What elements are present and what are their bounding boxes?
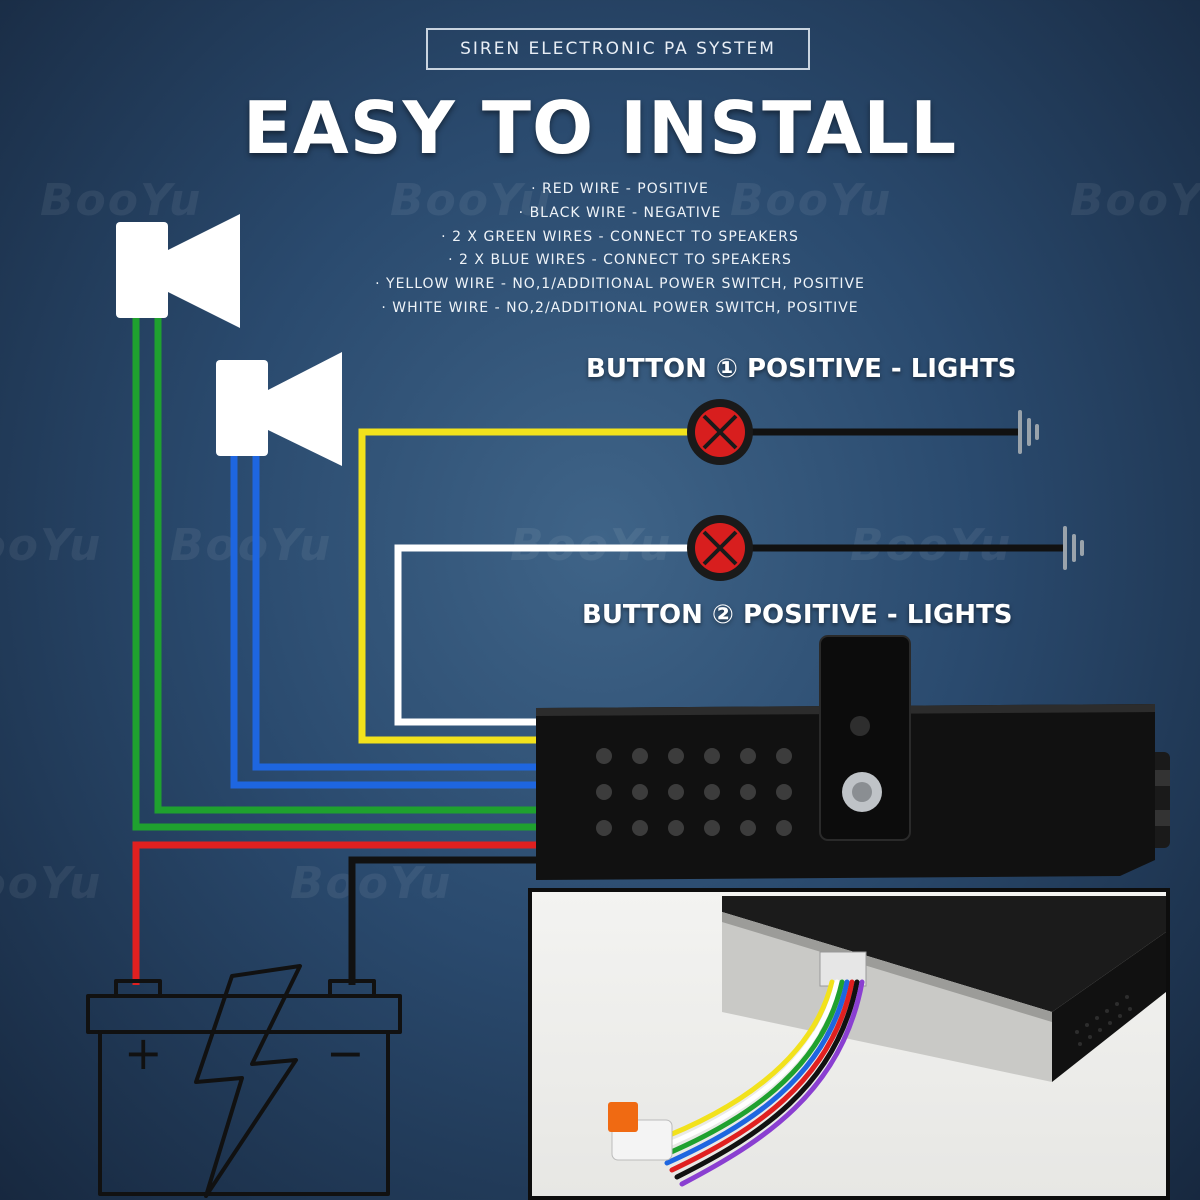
switch-2-icon [687, 515, 753, 581]
header-title-box: SIREN ELECTRONIC PA SYSTEM [426, 28, 810, 70]
button-2-label: BUTTON ② POSITIVE - LIGHTS [582, 600, 1013, 630]
spec-item: BLACK WIRE - NEGATIVE [300, 202, 940, 226]
white-wire [394, 544, 690, 726]
vent-holes [596, 748, 792, 836]
battery-minus-sign: − [326, 1026, 365, 1080]
headline: EASY TO INSTALL [242, 86, 958, 170]
watermark: BooYu [40, 175, 203, 226]
yellow-wire [358, 428, 690, 744]
header-title: SIREN ELECTRONIC PA SYSTEM [460, 39, 776, 59]
ground-icon [1063, 526, 1084, 570]
spec-list: RED WIRE - POSITIVE BLACK WIRE - NEGATIV… [300, 178, 940, 321]
product-photo-svg [608, 896, 1166, 1187]
blue-wire [252, 455, 540, 771]
green-wire [132, 318, 540, 831]
watermark: BooYu [0, 520, 103, 571]
blue-wire [230, 455, 540, 789]
black-wire [348, 856, 540, 985]
watermark: BooYu [0, 858, 103, 909]
battery-icon [86, 964, 402, 1198]
red-wire [132, 841, 540, 985]
speaker-icon [216, 352, 342, 466]
watermark: BooYu [170, 520, 333, 571]
watermark: BooYu [290, 858, 453, 909]
green-wire [154, 318, 540, 814]
spec-item: RED WIRE - POSITIVE [300, 178, 940, 202]
battery-plus-sign: + [124, 1026, 163, 1080]
spec-item: WHITE WIRE - NO,2/ADDITIONAL POWER SWITC… [300, 297, 940, 321]
spec-item: YELLOW WIRE - NO,1/ADDITIONAL POWER SWIT… [300, 273, 940, 297]
watermark: BooYu [1070, 175, 1200, 226]
button-1-label: BUTTON ① POSITIVE - LIGHTS [586, 354, 1017, 384]
product-photo-inset [528, 888, 1170, 1200]
switch-1-icon [687, 399, 753, 465]
ground-icon [1018, 410, 1039, 454]
spec-item: 2 X GREEN WIRES - CONNECT TO SPEAKERS [300, 226, 940, 250]
spec-item: 2 X BLUE WIRES - CONNECT TO SPEAKERS [300, 249, 940, 273]
siren-box [536, 635, 1170, 880]
speaker-icon [116, 214, 240, 328]
fuse-icon [608, 1102, 638, 1132]
